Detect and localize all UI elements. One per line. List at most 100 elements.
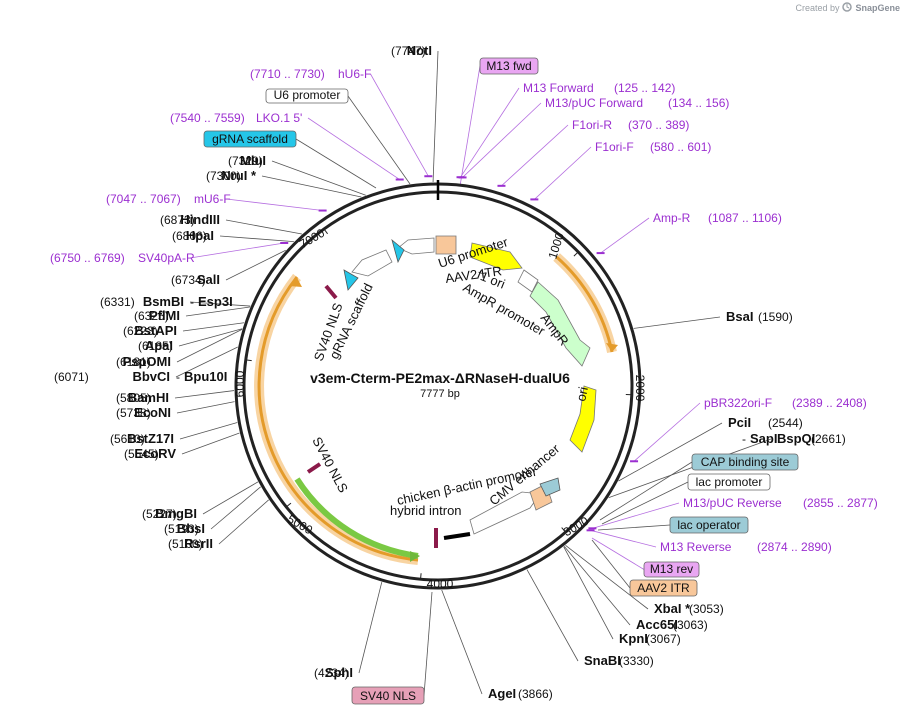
site-bstz17i: BstZ17I [127,431,174,446]
site-noti: NotI [407,43,432,58]
box-leader-u6-promoter [347,95,411,185]
ori-label: ori [573,385,591,402]
site-hpai: HpaI [186,228,214,243]
site-pos-sali: (6734) [171,273,206,287]
leader-xbai [565,544,649,610]
primer-range-pbr322ori-f: (2389 .. 2408) [792,396,867,410]
u6-promoter-feature-top [397,237,435,255]
site-pos-ecorv: (5545) [124,447,159,461]
lac-operator-feature [539,477,561,497]
site-pos-bsai: (1590) [758,310,793,324]
primer-leader-m13-reverse [590,529,657,548]
primer-leader-lko-1-5 [307,117,400,180]
tick-label-6000: 6000 [233,370,247,397]
primer-hu6-f: hU6-F [338,67,371,81]
f1-ori-feature [469,242,523,271]
ampr-feature [529,281,591,367]
primer-leader-pbr322ori-f [633,402,701,462]
feature-box-bg-aav2-itr [629,579,698,597]
plasmid-name: v3em-Cterm-PE2max-ΔRNaseH-dualU6 [310,370,570,386]
grna-scaffold-feature-top [391,238,405,264]
site-hindiii: HindIII [180,212,220,227]
leader-lines [174,50,772,696]
feature-box-grna-scaffold: gRNA scaffold [203,130,297,148]
site-dash-bbvci: - [176,370,180,384]
primer-sv40pa-r: SV40pA-R [138,251,195,265]
site-pos-kpni: (3067) [646,632,681,646]
site-alt-bsmbi: Esp3I [198,294,233,309]
box-leader-lac-operator [597,524,671,531]
feature-box-lac-promoter: lac promoter [687,473,771,491]
leader-apai [178,328,243,347]
primer-leader-m13-puc-reverse [592,502,680,529]
created-by-text: Created by [795,3,840,13]
primer-leader-f1ori-f [534,146,592,200]
site-pos-snabi: (3330) [619,654,654,668]
site-bsai: BsaI [726,309,753,324]
site-bamhi: BamHI [128,390,169,405]
site-bsmbi: BsmBI [143,294,184,309]
leader-bbvci [175,346,238,378]
site-mlui: MluI [240,153,266,168]
box-leader-sv40-nls [423,591,433,696]
site-econi: EcoNI [134,405,171,420]
feature-box-cap-binding-site: CAP binding site [691,453,799,471]
hybrid-intron-label: hybrid intron [390,503,462,518]
leader-hpai [219,235,294,243]
site-pos-bstz17i: (5610) [110,432,145,446]
feature-box-label-lac-operator: lac operator [677,518,740,532]
leader-snabi [526,569,579,662]
site-alt-bbvci: Bpu10I [184,369,227,384]
site-pos-bbsi: (5193) [164,522,199,536]
primer-range-m13-reverse: (2874 .. 2890) [757,540,832,554]
site-agei: AgeI [488,686,516,701]
leader-bstz17i [179,422,238,440]
feature-box-bg-m13-fwd [479,57,539,75]
tick-mark-5000 [285,502,292,508]
feature-box-label-m13-fwd: M13 fwd [486,59,531,73]
feature-box-aav2-itr: AAV2 ITR [629,579,698,597]
leader-pcii [618,422,723,482]
site-pos-bspqi: (2661) [811,432,846,446]
box-leader-m13-rev [591,537,645,570]
primer-m13-puc-forward: M13/pUC Forward [545,96,643,110]
primer-lko-1-5: LKO.1 5' [256,111,302,125]
site-pos-bamhi: (5805) [116,391,151,405]
leader-bbsi [210,486,261,530]
primer-pbr322ori-f: pBR322ori-F [704,396,772,410]
leader-bsmbi [189,301,251,307]
feature-box-m13-rev: M13 rev [643,561,700,578]
leader-bspqi [608,438,772,499]
site-bmgbi: BmgBI [155,506,197,521]
primer-m13-puc-reverse: M13/pUC Reverse [683,496,782,510]
box-leader-aav2-itr [591,539,631,589]
primer-f1ori-r: F1ori-R [572,118,612,132]
primer-range-m13-forward: (125 .. 142) [614,81,675,95]
site-xbai: XbaI * [654,601,691,616]
leader-agei [441,589,483,695]
site-pos-hindiii: (6873) [160,213,195,227]
site-pos-mlui: (7329) [228,154,263,168]
site-pos-acc65i: (3063) [673,618,708,632]
tick-label-4000: 4000 [427,577,454,591]
primer-leader-m13-puc-forward [462,102,542,178]
leader-bamhi [174,390,235,399]
box-leader-grna-scaffold [295,138,377,189]
site-pos-bbvci: (6071) [54,370,89,384]
box-leader-m13-fwd [459,65,481,187]
feature-box-label-aav2-itr: AAV2 ITR [637,581,690,595]
site-bbsi: BbsI [177,521,205,536]
site-pos-econi: (5738) [116,406,151,420]
site-pos-agei: (3866) [518,687,553,701]
site-rsrii: RsrII [184,536,213,551]
grna-scaffold-feature-left [343,269,359,291]
site-bstapi: BstAPI [134,323,177,338]
leader-bstapi [182,322,245,332]
sv40-nls-arc [294,477,419,559]
snapgene-logo-icon [842,2,853,14]
leader-pspomi [176,328,243,363]
tick-label-2000: 2000 [633,375,647,402]
site-pos-bmgbi: (5227) [142,507,177,521]
site-pos-bstapi: (6223) [123,324,158,338]
